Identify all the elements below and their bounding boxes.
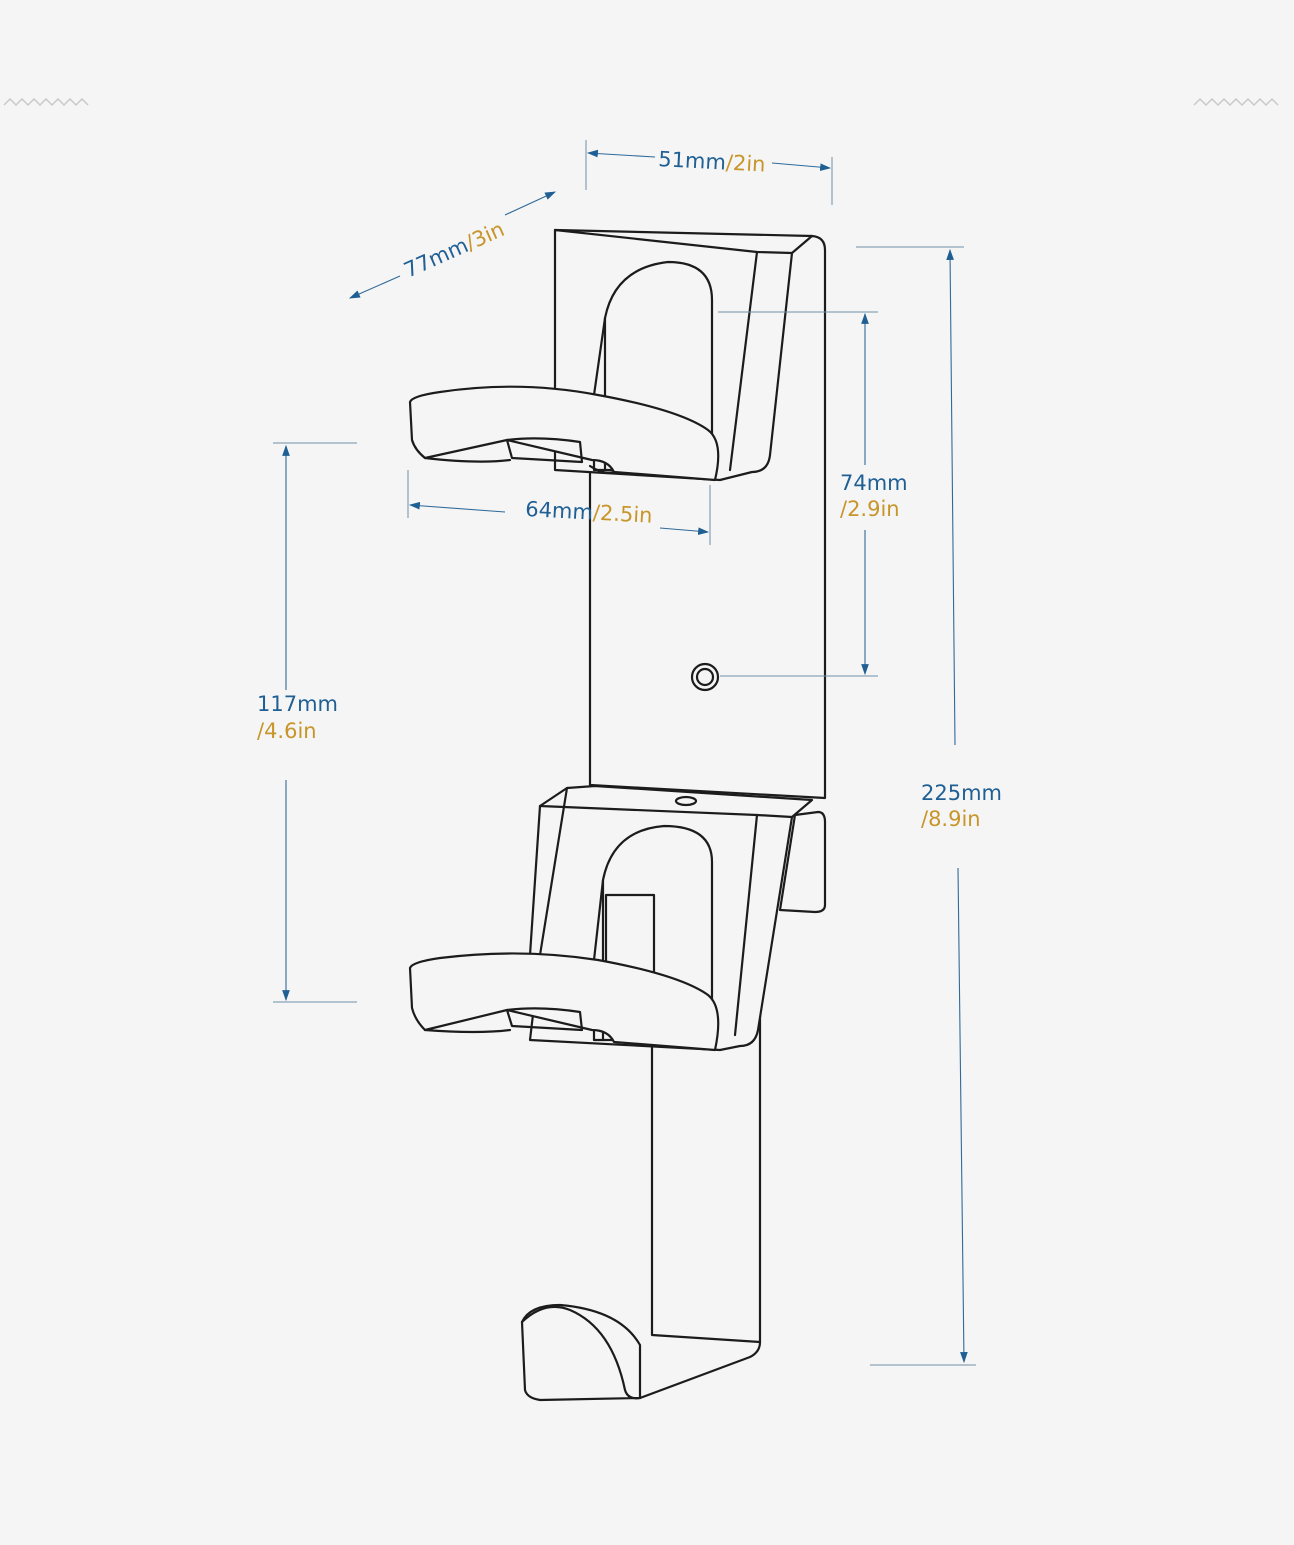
total-height-label-in: /8.9in <box>921 807 981 831</box>
bottom-hook <box>520 998 762 1402</box>
lower-holder-tab <box>778 810 827 914</box>
hook-spacing-label-mm: 117mm <box>257 692 338 716</box>
dimension-labels: 51mm/2in 77mm/3in 64mm/2.5in 74mm /2.9in… <box>257 147 1002 831</box>
hole-spacing-label-mm: 74mm <box>840 471 908 495</box>
width-label: 51mm/2in <box>658 147 766 177</box>
dimension-lines <box>273 140 976 1366</box>
mount-hole-lower <box>690 662 720 692</box>
arm-width-label: 64mm/2.5in <box>525 497 653 528</box>
total-height-label-mm: 225mm <box>921 781 1002 805</box>
hook-spacing-label-in: /4.6in <box>257 719 317 743</box>
hole-spacing-label-in: /2.9in <box>840 497 900 521</box>
decorative-zigzag-left <box>3 97 89 107</box>
depth-label: 77mm/3in <box>400 217 508 283</box>
decorative-zigzag-right <box>1193 97 1279 107</box>
bracket-drawing <box>408 228 827 1402</box>
